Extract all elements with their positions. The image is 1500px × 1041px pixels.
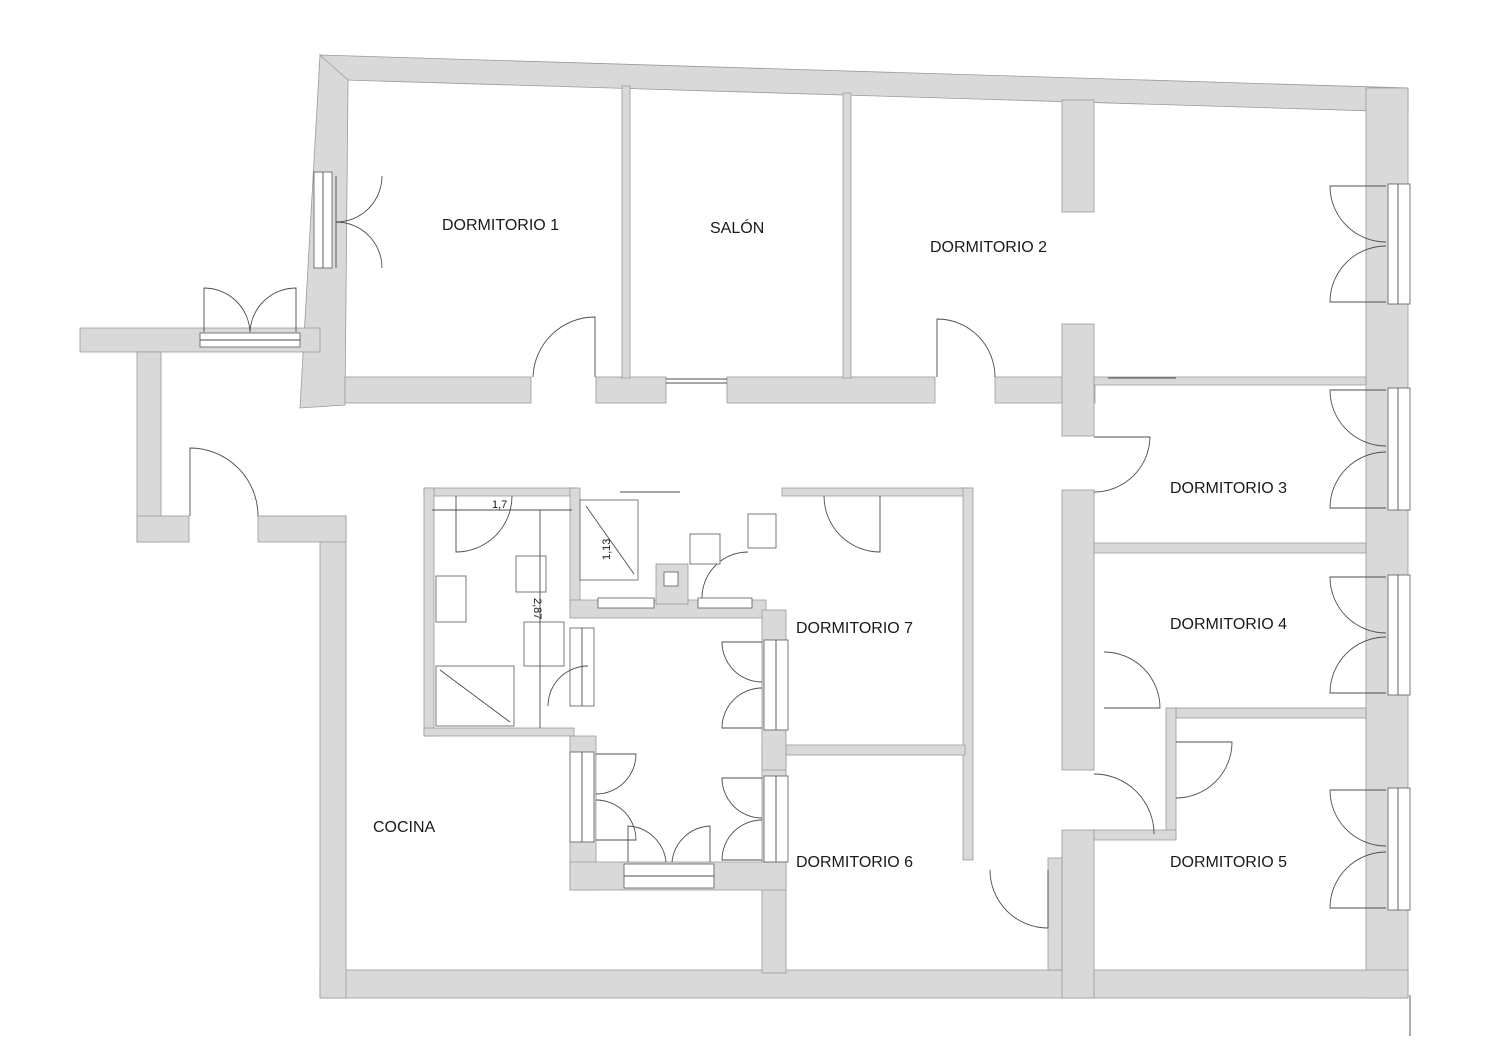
wall-dorm4-dorm5	[1175, 707, 1367, 719]
wall-entry-bottom	[136, 515, 190, 543]
room-label-dormitorio-4: DORMITORIO 4	[1170, 616, 1287, 633]
wall-dorm2-pillar-top	[1061, 99, 1095, 213]
room-label-dormitorio-5: DORMITORIO 5	[1170, 854, 1287, 871]
bidet-1	[515, 555, 547, 593]
wall-bath-bottom	[423, 727, 575, 737]
wall-dorm7-right	[962, 487, 974, 861]
toilet-2	[689, 533, 721, 565]
washbasin-1	[435, 575, 467, 623]
wall-right-col-a	[1061, 489, 1095, 771]
wall-dorm3-top	[1093, 376, 1367, 386]
bathroom-fixtures	[432, 491, 777, 728]
dimensions: 1,7 2,87 1,13	[492, 499, 613, 619]
dim-bath-length: 2,87	[531, 598, 543, 619]
windows	[199, 171, 1411, 911]
wall-dorm5-inner	[1165, 707, 1177, 837]
wall-bath-mid	[569, 487, 581, 609]
room-label-cocina: COCINA	[373, 819, 436, 836]
room-labels: DORMITORIO 1 SALÓN DORMITORIO 2 DORMITOR…	[373, 217, 1287, 871]
wall-entry-left	[136, 351, 162, 543]
wall-row1-bottom-c	[726, 376, 936, 404]
room-label-dormitorio-1: DORMITORIO 1	[442, 217, 559, 234]
wall-bottom	[319, 969, 1409, 999]
dim-shower-width: 1,13	[601, 539, 613, 560]
room-label-salon: SALÓN	[710, 218, 764, 237]
wall-bath-top	[423, 487, 575, 497]
window-dorm3	[1387, 387, 1411, 511]
window-dorm4	[1387, 574, 1411, 696]
dim-bath-width: 1,7	[492, 499, 507, 511]
wall-row1-bottom-b	[595, 376, 667, 404]
outer-walls	[79, 54, 1409, 999]
room-label-dormitorio-7: DORMITORIO 7	[796, 620, 913, 637]
wall-dorm1-salon	[621, 85, 631, 379]
wall-dorm2-pillar-low	[1061, 323, 1095, 437]
room-label-dormitorio-3: DORMITORIO 3	[1170, 480, 1287, 497]
wall-dorm6-right	[1047, 857, 1063, 971]
door-swings	[189, 175, 1387, 929]
room-label-dormitorio-6: DORMITORIO 6	[796, 854, 913, 871]
chimney-box	[663, 571, 679, 587]
wall-dorm3-dorm4	[1093, 542, 1367, 554]
window-dorm2	[1387, 183, 1411, 305]
wall-row1-bottom-a	[344, 376, 532, 404]
wall-dorm7-top	[781, 487, 973, 497]
wall-salon-dorm2	[842, 92, 852, 379]
wall-entry-bottom-right	[257, 515, 347, 543]
window-dorm5	[1387, 787, 1411, 911]
wall-dorm5-top	[1093, 829, 1177, 841]
wall-dorm7-dorm6	[781, 744, 966, 756]
window-bath-a	[597, 597, 655, 609]
wall-right-col-b	[1061, 829, 1095, 999]
wall-cocina-left	[319, 515, 347, 999]
window-bath-b	[697, 597, 753, 609]
washbasin-2	[747, 513, 777, 549]
toilet-1	[523, 621, 565, 667]
wall-bath-left	[423, 487, 435, 737]
room-label-dormitorio-2: DORMITORIO 2	[930, 239, 1047, 256]
wall-top	[319, 54, 1409, 113]
